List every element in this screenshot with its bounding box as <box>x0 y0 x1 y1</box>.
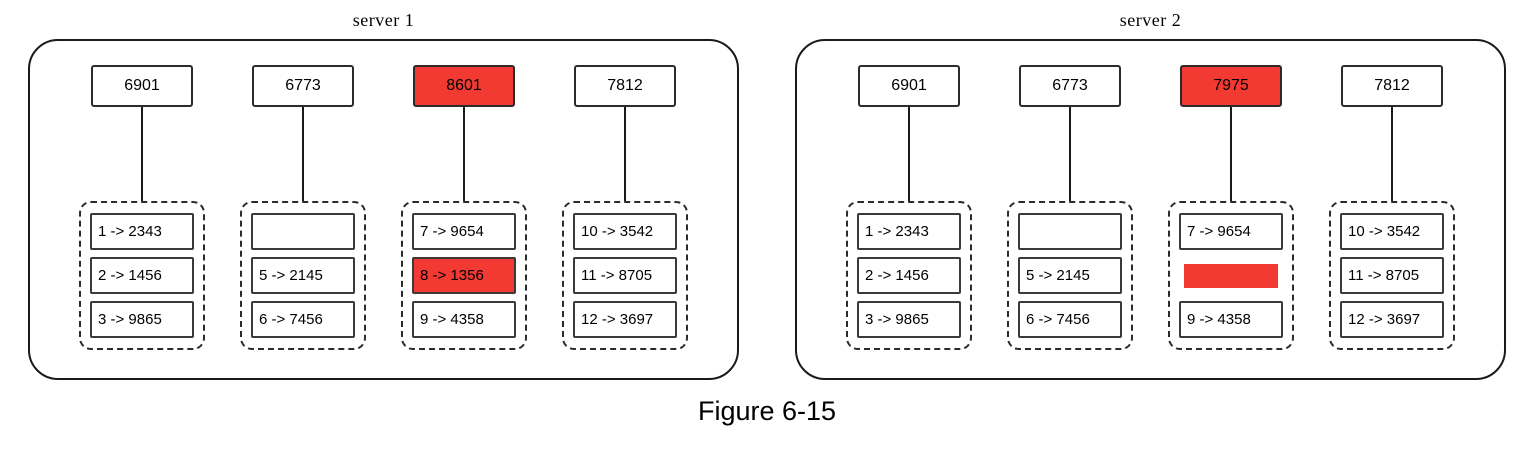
kv-row: 12 -> 3697 <box>1340 301 1444 338</box>
connector-line <box>302 107 304 201</box>
kv-row: 10 -> 3542 <box>573 213 677 250</box>
connector-line <box>141 107 143 201</box>
hash-box: 6901 <box>858 65 960 107</box>
shard-group: 7812 10 -> 3542 11 -> 8705 12 -> 3697 <box>1329 65 1455 350</box>
hash-box: 7812 <box>1341 65 1443 107</box>
server-2-block: server 2 6901 1 -> 2343 2 -> 1456 3 -> 9… <box>795 10 1506 380</box>
kv-row: 9 -> 4358 <box>412 301 516 338</box>
shard-group: 6773 5 -> 2145 6 -> 7456 <box>1007 65 1133 350</box>
shard-group: 7975 7 -> 9654 9 -> 4358 <box>1168 65 1294 350</box>
kv-row: 3 -> 9865 <box>90 301 194 338</box>
hash-box: 6901 <box>91 65 193 107</box>
hash-box: 7812 <box>574 65 676 107</box>
bucket-container: 5 -> 2145 6 -> 7456 <box>240 201 366 350</box>
kv-row: 1 -> 2343 <box>857 213 961 250</box>
hash-shard-diagram: server 1 6901 1 -> 2343 2 -> 1456 3 -> 9… <box>0 10 1534 380</box>
bucket-container: 10 -> 3542 11 -> 8705 12 -> 3697 <box>562 201 688 350</box>
shard-group: 6901 1 -> 2343 2 -> 1456 3 -> 9865 <box>846 65 972 350</box>
redacted-entry-bar <box>1184 263 1278 288</box>
server-1-block: server 1 6901 1 -> 2343 2 -> 1456 3 -> 9… <box>28 10 739 380</box>
hash-box: 6773 <box>1019 65 1121 107</box>
kv-row: 6 -> 7456 <box>1018 301 1122 338</box>
connector-line <box>1069 107 1071 201</box>
shard-group: 8601 7 -> 9654 8 -> 1356 9 -> 4358 <box>401 65 527 350</box>
connector-line <box>624 107 626 201</box>
kv-row: 3 -> 9865 <box>857 301 961 338</box>
bucket-container: 10 -> 3542 11 -> 8705 12 -> 3697 <box>1329 201 1455 350</box>
kv-row-empty <box>1018 213 1122 250</box>
shard-group: 6773 5 -> 2145 6 -> 7456 <box>240 65 366 350</box>
connector-line <box>463 107 465 201</box>
kv-row-redacted <box>1179 257 1283 294</box>
kv-row: 11 -> 8705 <box>573 257 677 294</box>
figure-caption: Figure 6-15 <box>697 396 837 426</box>
kv-row-highlighted: 8 -> 1356 <box>412 257 516 294</box>
server-1-title: server 1 <box>352 10 415 30</box>
shard-group: 7812 10 -> 3542 11 -> 8705 12 -> 3697 <box>562 65 688 350</box>
kv-row: 1 -> 2343 <box>90 213 194 250</box>
connector-line <box>1230 107 1232 201</box>
hash-box-highlighted: 8601 <box>413 65 515 107</box>
server-1-panel: 6901 1 -> 2343 2 -> 1456 3 -> 9865 6773 … <box>28 39 739 380</box>
server-2-title: server 2 <box>1119 10 1182 30</box>
bucket-container: 7 -> 9654 9 -> 4358 <box>1168 201 1294 350</box>
kv-row: 2 -> 1456 <box>90 257 194 294</box>
kv-row: 5 -> 2145 <box>1018 257 1122 294</box>
kv-row: 7 -> 9654 <box>1179 213 1283 250</box>
bucket-container: 5 -> 2145 6 -> 7456 <box>1007 201 1133 350</box>
kv-row: 11 -> 8705 <box>1340 257 1444 294</box>
kv-row: 12 -> 3697 <box>573 301 677 338</box>
hash-box-highlighted: 7975 <box>1180 65 1282 107</box>
connector-line <box>1391 107 1393 201</box>
kv-row: 6 -> 7456 <box>251 301 355 338</box>
bucket-container: 1 -> 2343 2 -> 1456 3 -> 9865 <box>846 201 972 350</box>
kv-row: 7 -> 9654 <box>412 213 516 250</box>
hash-box: 6773 <box>252 65 354 107</box>
kv-row: 2 -> 1456 <box>857 257 961 294</box>
bucket-container: 7 -> 9654 8 -> 1356 9 -> 4358 <box>401 201 527 350</box>
kv-row-empty <box>251 213 355 250</box>
connector-line <box>908 107 910 201</box>
bucket-container: 1 -> 2343 2 -> 1456 3 -> 9865 <box>79 201 205 350</box>
server-2-panel: 6901 1 -> 2343 2 -> 1456 3 -> 9865 6773 … <box>795 39 1506 380</box>
kv-row: 9 -> 4358 <box>1179 301 1283 338</box>
kv-row: 5 -> 2145 <box>251 257 355 294</box>
kv-row: 10 -> 3542 <box>1340 213 1444 250</box>
shard-group: 6901 1 -> 2343 2 -> 1456 3 -> 9865 <box>79 65 205 350</box>
